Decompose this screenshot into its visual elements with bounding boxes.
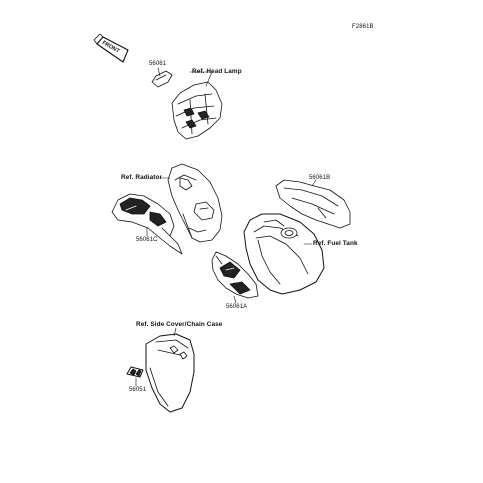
decal-56061B-part [275, 179, 351, 229]
radiator-shroud-part [167, 163, 223, 243]
part-number-56051: 56051 [129, 387, 147, 393]
part-number-56061B: 56061B [309, 175, 331, 181]
fuel-tank-part [243, 213, 325, 295]
decal-56051-part [126, 366, 144, 378]
ref-radiator-label: Ref. Radiator [121, 174, 163, 181]
side-cover-part [145, 333, 195, 413]
decal-56061 [151, 70, 173, 88]
decal-56061A-part [211, 251, 259, 299]
part-number-56061: 56061 [149, 61, 167, 67]
ref-side-cover-label: Ref. Side Cover/Chain Case [136, 321, 223, 328]
leader-lines [135, 67, 317, 387]
ref-fuel-tank-label: Ref. Fuel Tank [313, 240, 358, 247]
figure-code: F2861B [352, 24, 374, 30]
front-arrow-icon [93, 33, 129, 63]
ref-head-lamp-label: Ref. Head Lamp [192, 68, 242, 75]
part-number-56061A: 56061A [226, 304, 248, 310]
decal-56061C-part [111, 193, 183, 255]
head-lamp-cover-part [171, 81, 223, 140]
part-number-56061C: 56061C [136, 237, 158, 243]
